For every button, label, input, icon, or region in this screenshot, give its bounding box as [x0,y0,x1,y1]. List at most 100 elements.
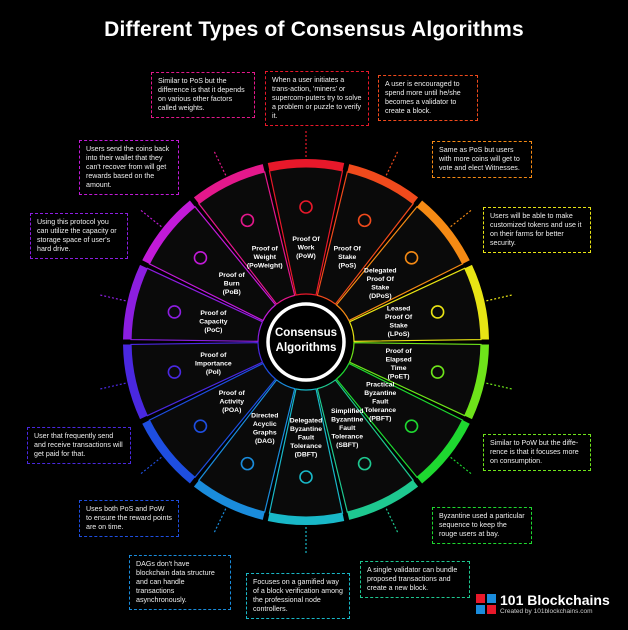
segment-label-line: (DAG) [255,438,275,445]
segment-poweight: Proof of Weight(PoWeight) [193,164,296,305]
note-dpos: Same as PoS but users with more coins wi… [432,141,532,178]
weight-icon [240,213,255,228]
segment-body [348,342,482,417]
brand-name: 101 Blockchains [500,592,610,608]
note-connector [213,508,227,535]
segment-label-line: Stake [390,323,408,330]
segment-color-band [193,164,265,204]
segment-label-line: (PBFT) [369,416,391,423]
note-dag: DAGs don't have blockchain data structur… [129,555,231,610]
center-label-line1: Consensus [275,327,337,339]
brand-logo: 101 Blockchains Created by 101blockchain… [474,590,614,620]
miner-icon [299,200,313,214]
note-connector [450,208,473,228]
network-icon [404,419,419,433]
note-poweight: Similar to PoS but the difference is tha… [151,72,255,118]
note-pos: A user is encouraged to spend more until… [378,75,478,121]
segment-label-line: Byzantine [331,417,363,424]
note-dbft: Focuses on a gamified way of a block ver… [246,573,350,619]
segment-label-line: (PoWeight) [247,262,283,269]
segment-color-band [142,420,195,484]
segment-color-band [347,480,419,520]
segment-label: Proof of Weight(PoWeight) [247,245,283,269]
segment-label-line: Practical [366,382,394,389]
note-sbft: A single validator can bundle proposed t… [360,561,470,598]
segment-label-line: Proof of [200,352,227,359]
importance-icon [167,365,182,379]
segment-color-band [267,513,345,525]
segment-color-band [142,200,195,264]
segment-color-band [464,264,489,340]
ballot-icon [404,251,419,265]
segment-label-line: Proof of [200,310,227,317]
segment-color-band [193,480,265,520]
note-poa: Uses both PoS and PoW to ensure the rewa… [79,500,179,537]
note-connector [486,382,514,390]
note-connector [139,456,162,476]
segment-body [268,166,344,296]
stake-icon [357,213,372,228]
note-poet: Similar to PoW but the diffe-rence is th… [483,434,591,471]
segment-label-line: Burn [224,280,240,287]
segment-label-line: Byzantine [290,426,322,433]
segment-label-line: Elapsed [386,356,412,363]
note-connector [98,294,126,302]
segment-label-line: Stake [371,285,389,292]
segment-color-band [417,420,470,484]
segment-label-line: Weight [254,254,277,261]
segment-label-line: (PoB) [223,289,241,296]
note-connector [139,208,162,228]
segment-label-line: Tolerance [364,407,396,414]
segment-label-line: (POA) [222,407,241,414]
segment-label-line: Tolerance [290,443,322,450]
segment-label-line: Proof of [252,245,279,252]
segment-label-line: Proof Of [292,236,320,243]
segment-label-line: (PoS) [338,262,356,269]
note-connector [385,508,399,535]
gear-icon [357,456,372,471]
segment-label-line: Activity [219,399,244,406]
note-connector [98,382,126,390]
segment-color-band [417,200,470,264]
segment-pow: Proof Of Work(PoW) [267,159,345,296]
segment-label-line: Work [298,245,315,252]
segment-label-line: (PoC) [204,327,222,334]
note-poi: User that frequently send and receive tr… [27,427,131,464]
center-hub [266,302,346,382]
segment-label-line: Graphs [253,429,277,436]
brand-credit: Created by 101blockchains.com [500,608,593,615]
segment-color-band [267,159,345,171]
segment-color-band [123,264,148,340]
segment-label-line: Time [391,365,407,372]
lease-icon [430,305,445,319]
segment-label-line: (PoW) [296,253,316,260]
note-connector [213,149,227,176]
note-connector [385,149,399,176]
segment-label-line: Byzantine [364,390,396,397]
center-label-line2: Algorithms [276,342,337,354]
segment-label-line: Fault [339,425,356,432]
segment-color-band [123,344,148,420]
segment-label-line: (SBFT) [336,442,358,449]
note-connector [450,456,473,476]
segment-label-line: Fault [298,435,315,442]
blockchain-logo-icon [476,594,496,614]
segment-body [316,379,415,513]
segment-label-line: Proof of [219,272,246,279]
segment-label-line: Capacity [199,318,228,325]
